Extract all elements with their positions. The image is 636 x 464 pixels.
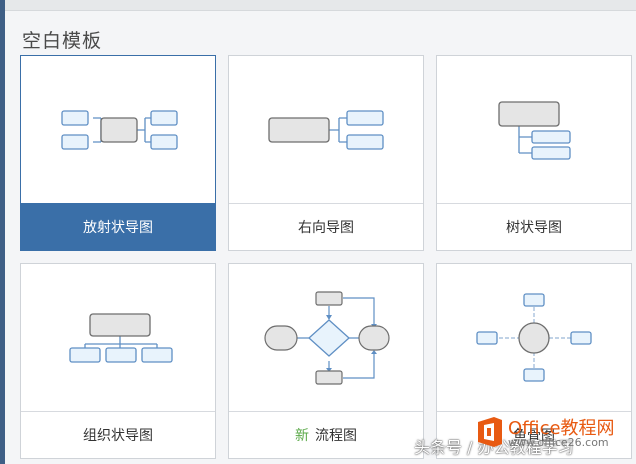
template-card-fishbone[interactable]: 鱼骨图 bbox=[436, 263, 632, 459]
section-title: 空白模板 bbox=[22, 30, 103, 52]
template-label: 放射状导图 bbox=[21, 203, 215, 250]
template-card-tree[interactable]: 树状导图 bbox=[436, 55, 632, 251]
flowchart-preview bbox=[264, 291, 390, 385]
template-card-org[interactable]: 组织状导图 bbox=[20, 263, 216, 459]
template-label: 鱼骨图 bbox=[437, 411, 631, 458]
top-band bbox=[5, 0, 636, 11]
office-logo-icon bbox=[478, 417, 502, 447]
watermark-brand: Office教程网 bbox=[508, 418, 615, 439]
template-label: 树状导图 bbox=[437, 203, 631, 250]
watermark-caption: 头条号 / 办公教程学习 bbox=[414, 438, 574, 457]
fishbone-preview bbox=[476, 293, 592, 382]
watermark-url: www.office26.com bbox=[508, 436, 609, 449]
template-label: 右向导图 bbox=[229, 203, 423, 250]
template-card-radial[interactable]: 放射状导图 bbox=[20, 55, 216, 251]
template-label-text: 流程图 bbox=[315, 428, 357, 444]
template-card-flowchart[interactable]: 新 流程图 bbox=[228, 263, 424, 459]
new-badge: 新 bbox=[295, 428, 309, 444]
template-card-right[interactable]: 右向导图 bbox=[228, 55, 424, 251]
radial-map-preview bbox=[61, 110, 178, 150]
right-map-preview bbox=[268, 110, 384, 150]
template-label: 组织状导图 bbox=[21, 411, 215, 458]
tree-map-preview bbox=[498, 101, 571, 160]
org-chart-preview bbox=[69, 313, 173, 363]
template-label: 新 流程图 bbox=[229, 411, 423, 458]
left-rail bbox=[0, 0, 5, 464]
